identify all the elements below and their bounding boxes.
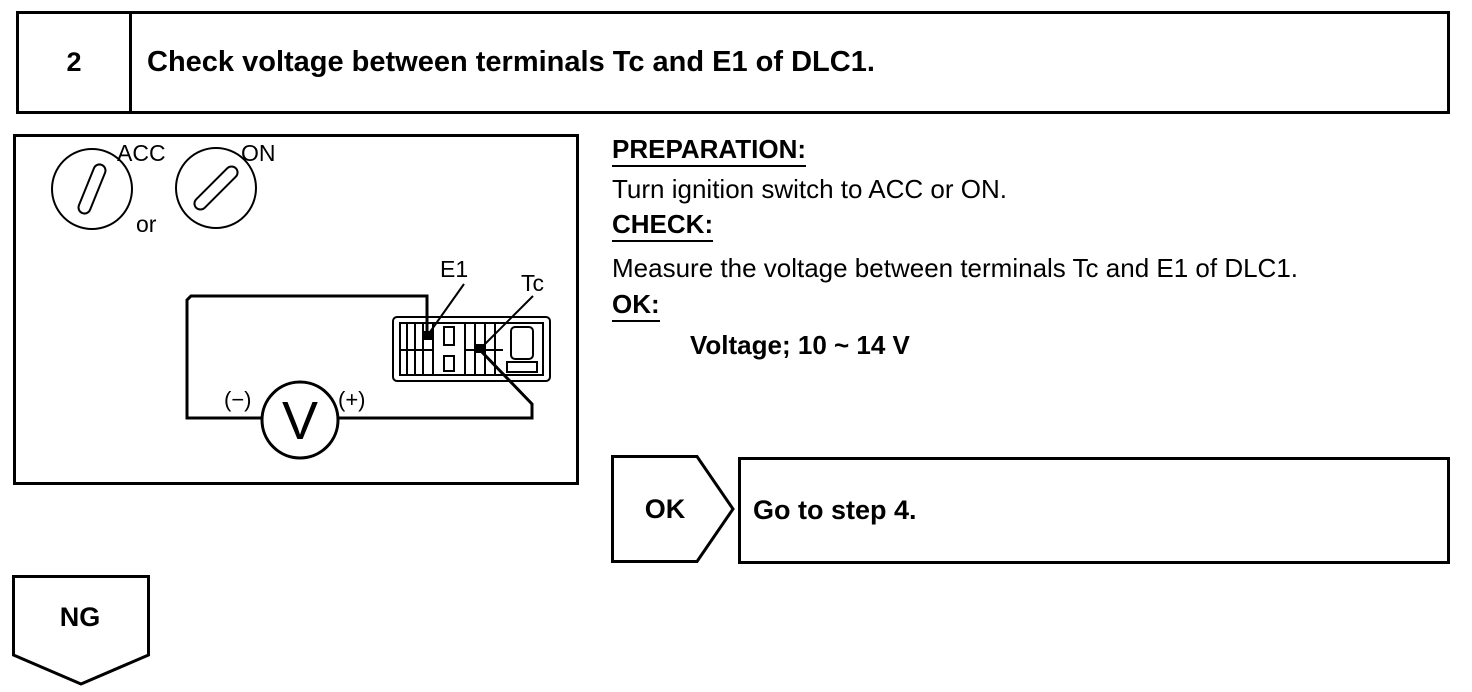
plus-label: (+) (338, 387, 366, 412)
step-number: 2 (66, 47, 82, 77)
ok-heading: OK: (612, 290, 660, 322)
tc-label: Tc (521, 270, 544, 296)
step-title: Check voltage between terminals Tc and E… (147, 46, 875, 78)
wiring-illustration: ACC ON or E1 Tc (13, 134, 579, 485)
ng-tab-shape (12, 575, 150, 686)
tc-pointer (482, 295, 534, 347)
minus-label: (−) (224, 387, 252, 412)
or-label: or (136, 211, 157, 237)
voltmeter-label: V (282, 391, 318, 451)
ok-spec: Voltage; 10 ~ 14 V (690, 330, 910, 360)
step-number-cell: 2 (19, 14, 132, 111)
ok-result-action: Go to step 4. (738, 457, 1450, 564)
preparation-text: Turn ignition switch to ACC or ON. (612, 174, 1007, 204)
acc-label: ACC (117, 140, 166, 166)
check-text: Measure the voltage between terminals Tc… (612, 253, 1299, 283)
illustration-frame (13, 134, 579, 485)
voltmeter-icon (260, 380, 340, 460)
e1-pointer (429, 283, 465, 333)
ignition-key-acc-icon (51, 148, 133, 230)
on-label: ON (241, 140, 276, 166)
check-heading: CHECK: (612, 210, 714, 242)
ok-tab-shape (611, 455, 735, 563)
step-header: 2 Check voltage between terminals Tc and… (16, 11, 1450, 114)
illustration-svg: ACC ON or E1 Tc (13, 134, 579, 485)
e1-label: E1 (440, 256, 468, 282)
ok-result-label: OK (644, 493, 686, 524)
negative-lead (185, 294, 429, 420)
preparation-heading: PREPARATION: (612, 135, 807, 167)
dlc1-connector-icon (392, 316, 551, 382)
ng-result-label: NG (59, 601, 101, 632)
positive-lead (335, 347, 534, 420)
ignition-key-on-icon (175, 147, 257, 229)
e1-terminal-dot (424, 331, 433, 340)
